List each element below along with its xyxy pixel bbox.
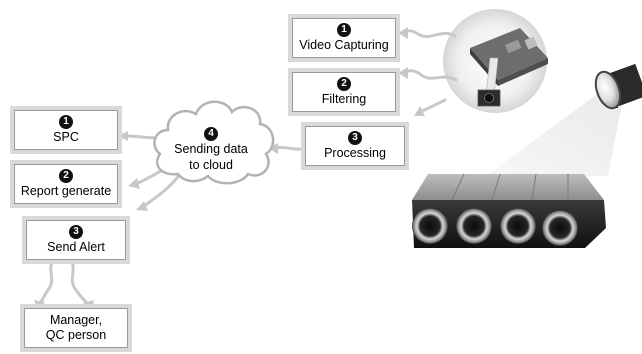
camera-board-image: [443, 9, 548, 113]
cloud-shape: [153, 100, 275, 185]
filtering-label: Filtering: [321, 92, 367, 106]
spotlight-camera-image: [594, 63, 642, 110]
report-generate-label: Report generate: [20, 184, 112, 198]
production-line-image: [412, 173, 606, 248]
video-capturing-label: Video Capturing: [299, 38, 389, 52]
processing-label: Processing: [324, 146, 386, 160]
step-number-badge: 1: [59, 115, 73, 129]
light-beam: [486, 92, 622, 176]
step-number-badge: 2: [337, 77, 351, 91]
spc-box: 1 SPC: [14, 110, 118, 150]
cloud-label-line1: Sending data: [174, 142, 248, 156]
recipient-line1: Manager,: [49, 313, 103, 327]
step-number-badge: 2: [59, 169, 73, 183]
step-number-badge: 4: [204, 127, 218, 141]
filtering-box: 2 Filtering: [292, 72, 396, 112]
send-alert-box: 3 Send Alert: [26, 220, 126, 260]
spc-label: SPC: [53, 130, 79, 144]
send-alert-label: Send Alert: [47, 240, 105, 254]
video-capturing-box: 1 Video Capturing: [292, 18, 396, 58]
recipient-box: Manager, QC person: [24, 308, 128, 348]
report-generate-box: 2 Report generate: [14, 164, 118, 204]
cloud-label-line2: to cloud: [189, 158, 233, 172]
step-number-badge: 1: [337, 23, 351, 37]
recipient-line2: QC person: [45, 328, 107, 342]
step-number-badge: 3: [69, 225, 83, 239]
step-number-badge: 3: [348, 131, 362, 145]
cloud-label: 4 Sending data to cloud: [160, 124, 262, 173]
processing-box: 3 Processing: [305, 126, 405, 166]
